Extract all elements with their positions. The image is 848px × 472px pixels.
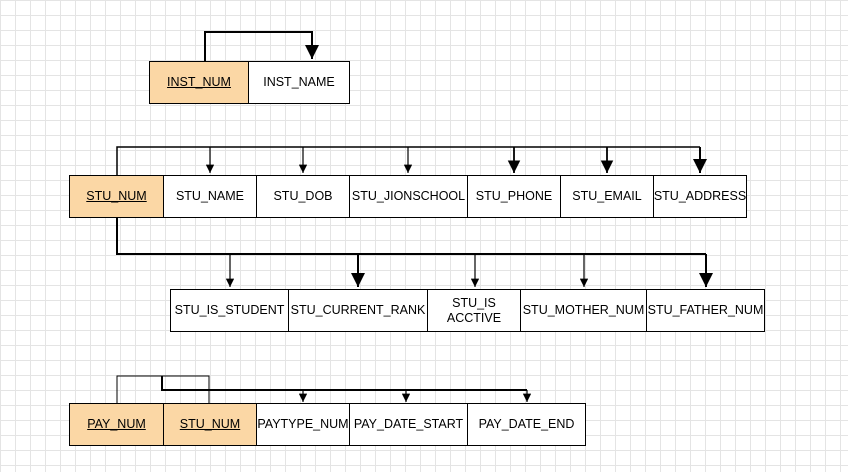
attribute: STU_CURRENT_RANK bbox=[288, 289, 428, 332]
attribute: PAY_DATE_START bbox=[349, 403, 468, 446]
attribute: PAY_DATE_END bbox=[467, 403, 586, 446]
attribute: STU_ADDRESS bbox=[653, 175, 747, 218]
attribute: STU_DOB bbox=[256, 175, 350, 218]
attribute: STU_IS ACCTIVE bbox=[427, 289, 521, 332]
attribute-primary-key: INST_NUM bbox=[149, 61, 249, 104]
dependency-bus-line bbox=[161, 376, 527, 391]
dependency-arrow bbox=[204, 31, 319, 62]
attribute-primary-key: STU_NUM bbox=[163, 403, 257, 446]
attribute: STU_FATHER_NUM bbox=[646, 289, 765, 332]
attribute: STU_JIONSCHOOL bbox=[349, 175, 468, 218]
dependency-bus-line bbox=[116, 218, 706, 255]
attribute: STU_PHONE bbox=[467, 175, 561, 218]
attribute-primary-key: STU_NUM bbox=[69, 175, 164, 218]
dependency-bus-line bbox=[116, 146, 700, 176]
attribute: PAYTYPE_NUM bbox=[256, 403, 350, 446]
attribute: STU_EMAIL bbox=[560, 175, 654, 218]
attribute: STU_IS_STUDENT bbox=[170, 289, 289, 332]
attribute: STU_MOTHER_NUM bbox=[520, 289, 647, 332]
attribute: INST_NAME bbox=[248, 61, 350, 104]
attribute-primary-key: PAY_NUM bbox=[69, 403, 164, 446]
attribute: STU_NAME bbox=[163, 175, 257, 218]
